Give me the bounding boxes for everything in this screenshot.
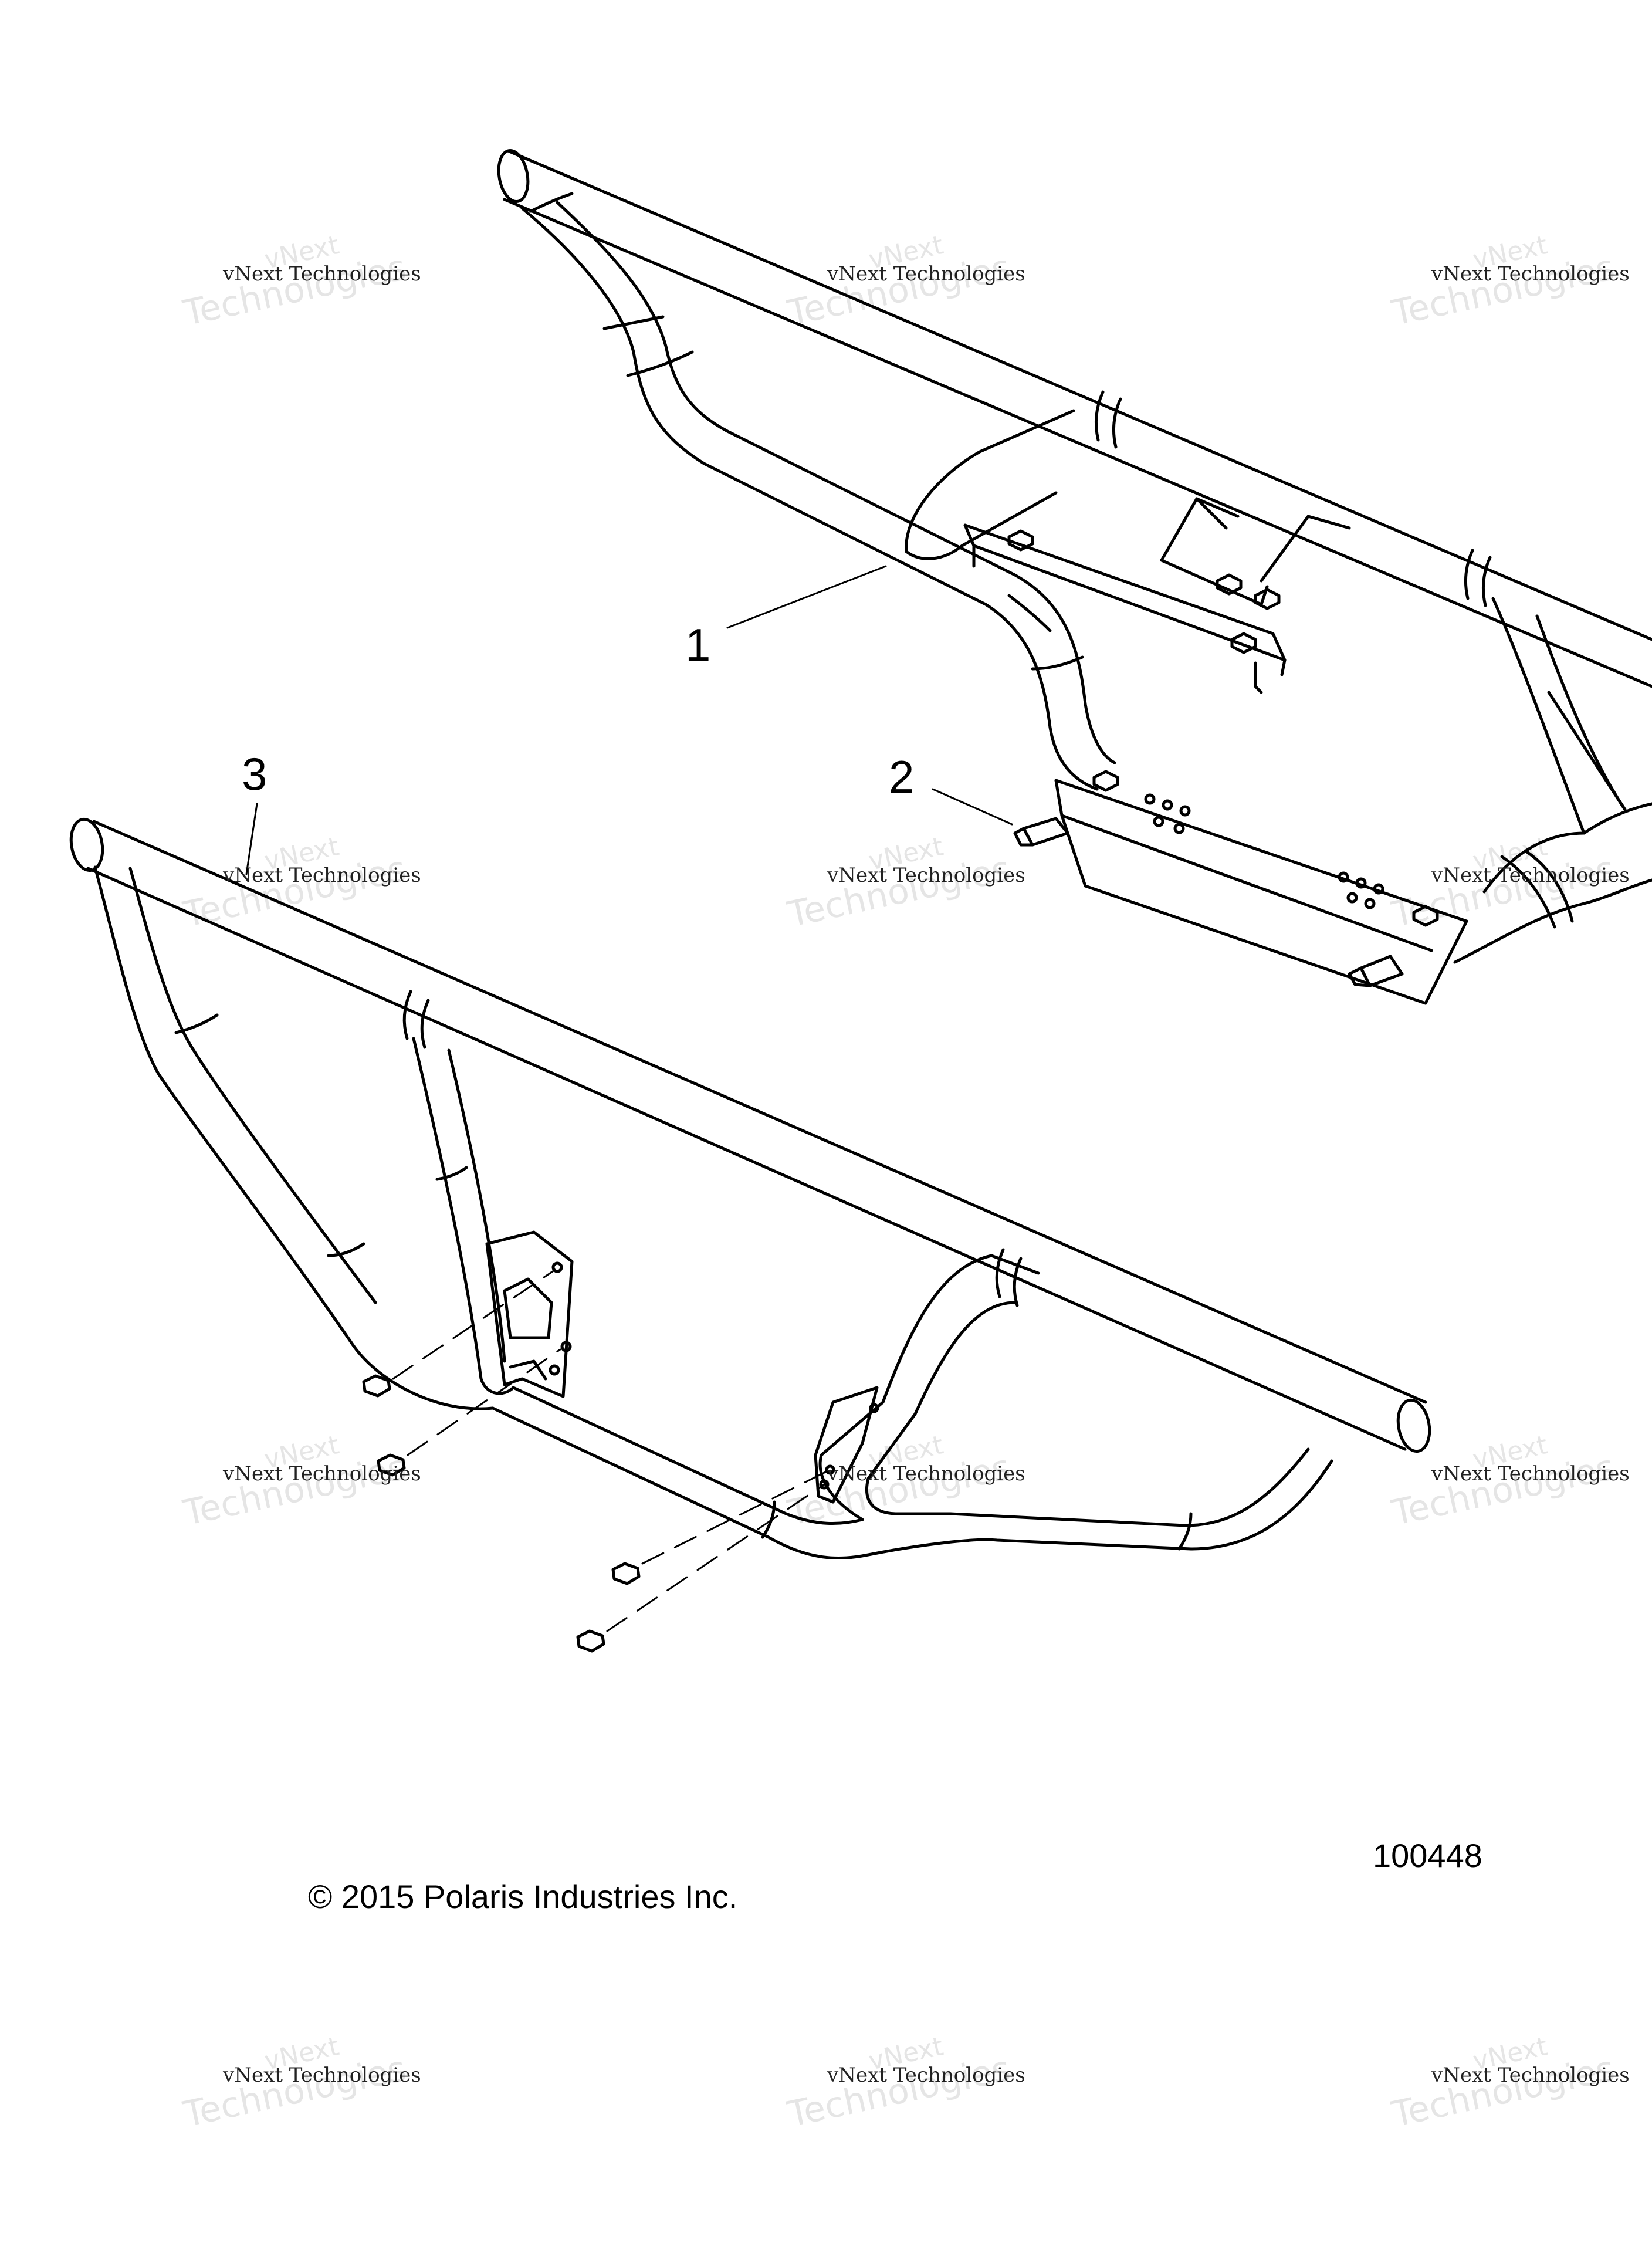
- drawing-number: 100448: [1373, 1837, 1482, 1874]
- part-1-upper-bumper: [497, 148, 1652, 1005]
- copyright-notice: © 2015 Polaris Industries Inc.: [308, 1878, 738, 1915]
- part-3-lower-bumper: [69, 817, 1431, 1653]
- callout-3: 3: [242, 748, 268, 800]
- leader-line-2: [932, 788, 1013, 826]
- callout-1: 1: [685, 619, 711, 671]
- leader-line-3: [245, 803, 258, 875]
- callout-2: 2: [889, 751, 915, 803]
- leader-line-1: [726, 565, 887, 629]
